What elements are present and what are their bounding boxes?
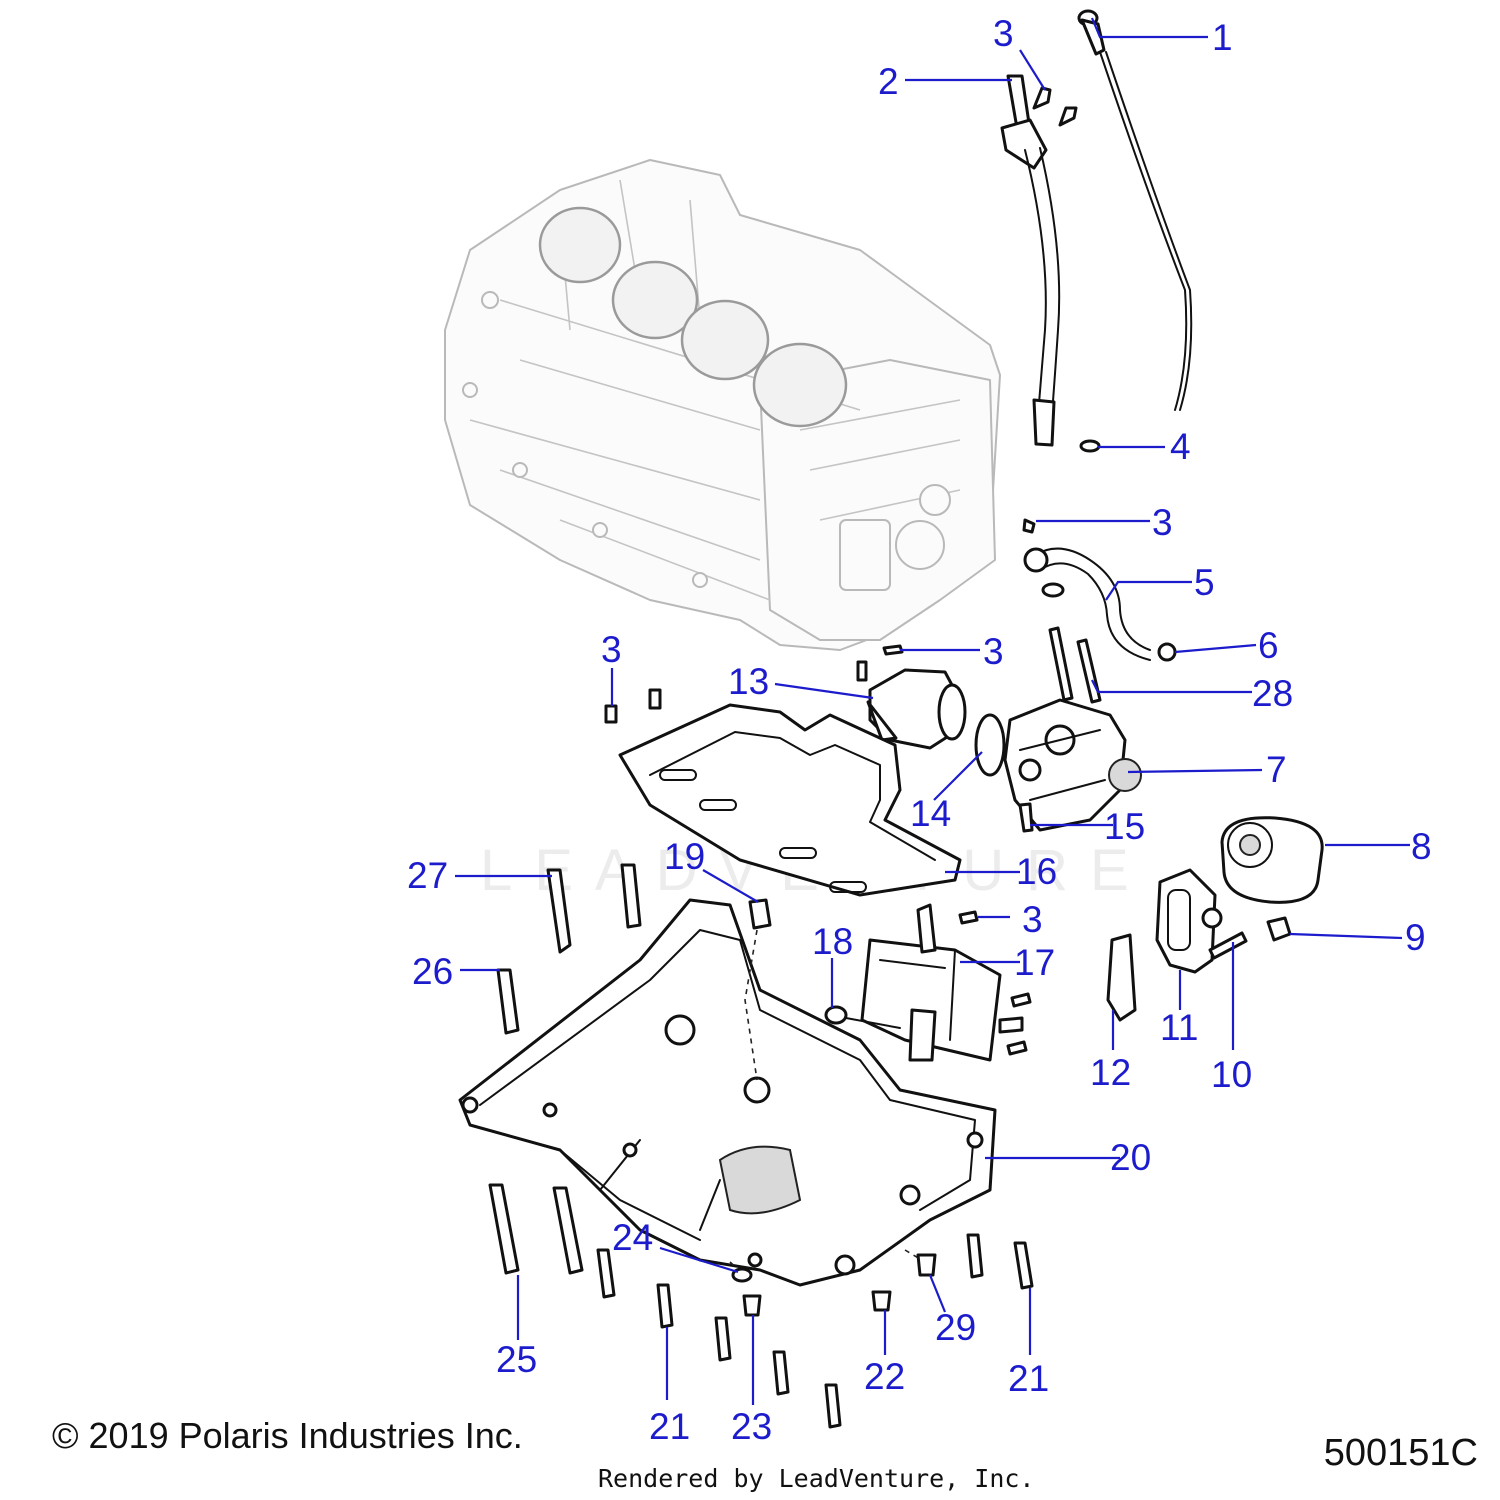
- callout-10: 10: [1211, 1054, 1252, 1095]
- pan-bolts-illustration: [488, 863, 1034, 1429]
- callout-21: 21: [1008, 1358, 1049, 1399]
- callout-28: 28: [1252, 673, 1293, 714]
- callout-29: 29: [935, 1307, 976, 1348]
- bolt-cooler-b: [1006, 1040, 1028, 1056]
- callout-7: 7: [1266, 749, 1287, 790]
- callout-6: 6: [1258, 625, 1279, 666]
- bolt-3-left-a: [604, 704, 618, 724]
- plug-22: [871, 1290, 892, 1312]
- callout-13: 13: [728, 661, 769, 702]
- diagram-code: 500151C: [1323, 1432, 1478, 1474]
- bolt-3-pickup: [882, 644, 904, 656]
- callout-3: 3: [983, 631, 1004, 672]
- oil-pan-illustration: [458, 898, 997, 1287]
- callout-1: 1: [1212, 17, 1233, 58]
- bolt-3-cooler: [958, 910, 979, 925]
- callout-11: 11: [1160, 1007, 1198, 1048]
- oil-pump-illustration: [1003, 698, 1142, 832]
- callout-22: 22: [864, 1356, 905, 1397]
- callout-8: 8: [1411, 826, 1432, 867]
- callout-5: 5: [1194, 562, 1215, 603]
- callout-3: 3: [1022, 899, 1043, 940]
- callout-23: 23: [731, 1406, 772, 1447]
- oil-pressure-sensor-9: [1266, 916, 1292, 942]
- callout-21: 21: [649, 1406, 690, 1447]
- callout-26: 26: [412, 951, 453, 992]
- plug-29: [916, 1253, 937, 1277]
- o-ring-4: [1079, 439, 1101, 453]
- callout-15: 15: [1104, 806, 1145, 847]
- oil-pickup-illustration: [866, 668, 967, 750]
- leader-dashed-19: [744, 929, 758, 1081]
- callout-25: 25: [496, 1339, 537, 1380]
- bolt-3-hose: [1022, 518, 1036, 534]
- o-ring-6: [1157, 642, 1177, 662]
- callout-27: 27: [407, 855, 448, 896]
- leader-dashed-29: [904, 1249, 926, 1263]
- callout-12: 12: [1090, 1052, 1131, 1093]
- bolt-28-b: [1076, 638, 1102, 704]
- cooler-seal: [908, 1008, 937, 1062]
- callout-2: 2: [878, 61, 899, 102]
- bolt-3-top-a: [1032, 86, 1052, 110]
- gasket-14: [974, 713, 1006, 777]
- o-ring-18-shaft: [845, 1017, 901, 1029]
- drain-plug-19: [748, 898, 772, 930]
- callout-labels: 1 2 3 4 3 5 6 3 3 13 28 7 14 15 8 16 27 …: [407, 13, 1432, 1447]
- callout-3: 3: [993, 13, 1014, 54]
- bolt-cooler-a: [1010, 992, 1032, 1008]
- bolt-15: [1018, 802, 1034, 833]
- o-ring-18: [824, 1005, 848, 1025]
- bolt-3-left-b: [648, 688, 662, 710]
- rendered-by-text: Rendered by LeadVenture, Inc.: [598, 1464, 1035, 1493]
- callout-4: 4: [1170, 426, 1191, 467]
- copyright-text: © 2019 Polaris Industries Inc.: [52, 1415, 523, 1456]
- dipstick-illustration: [1077, 9, 1193, 411]
- plug-23: [742, 1294, 762, 1317]
- leader-lines: [455, 17, 1410, 1405]
- o-ring-5: [1041, 582, 1065, 598]
- oil-filter-illustration: [1220, 816, 1324, 904]
- bolt-3-top-b: [1058, 106, 1078, 127]
- callout-18: 18: [812, 921, 853, 962]
- callout-3: 3: [601, 629, 622, 670]
- callout-9: 9: [1405, 917, 1426, 958]
- bolt-10: [1208, 931, 1248, 960]
- callout-19: 19: [664, 836, 705, 877]
- baffle-plate-illustration: [618, 703, 962, 897]
- filter-adapter-illustration: [1155, 868, 1223, 974]
- callout-14: 14: [910, 793, 951, 834]
- bolt-28-a: [1048, 626, 1074, 702]
- callout-17: 17: [1014, 942, 1055, 983]
- oil-cooler-illustration: [860, 903, 1024, 1062]
- callout-3: 3: [1152, 502, 1173, 543]
- bolt-3-pickup-b: [856, 660, 868, 682]
- callout-16: 16: [1016, 851, 1057, 892]
- breather-tube-illustration: [1023, 547, 1151, 661]
- callout-20: 20: [1110, 1137, 1151, 1178]
- callout-24: 24: [612, 1217, 653, 1258]
- dipstick-tube-illustration: [1000, 74, 1061, 447]
- engine-block-illustration: [444, 159, 1001, 651]
- gasket-12: [1106, 933, 1137, 1022]
